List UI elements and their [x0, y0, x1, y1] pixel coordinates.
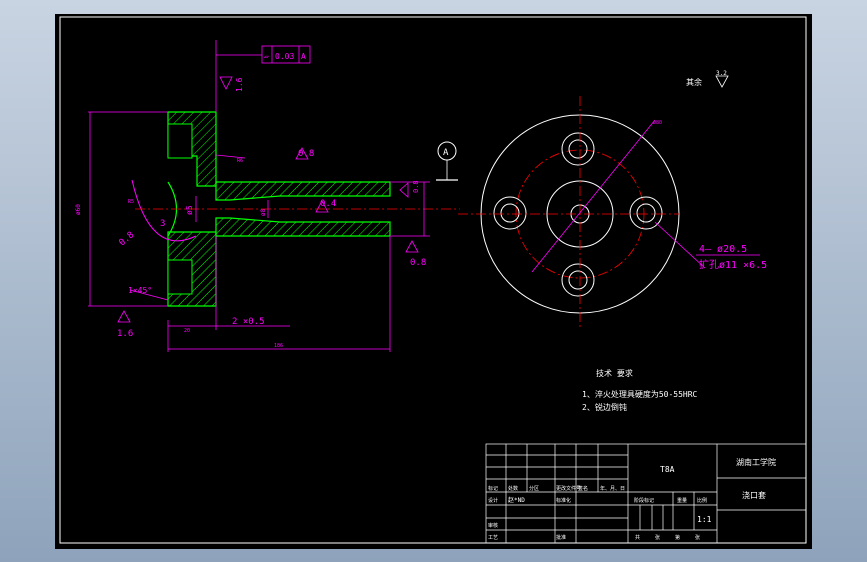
section-view: ▱ 0.03 A 1.6 0.8 0.4 0.8 0.8 1.6 0.8 A ø…: [75, 40, 460, 352]
hdr-zone: 分区: [529, 485, 539, 492]
hdr-doc: 更改文件号: [556, 485, 581, 492]
approve-label: 批准: [556, 534, 566, 541]
hdr-sign: 签名: [578, 485, 588, 492]
dim-text-r6: R6: [237, 158, 243, 164]
flatness-datum: A: [301, 52, 306, 61]
weight-label: 重量: [677, 497, 687, 504]
bolt-hole-right: [629, 196, 663, 230]
dim-dia-5: ø5: [185, 205, 194, 215]
part-name-text: 浇口套: [742, 490, 766, 500]
notes-title: 技术 要求: [596, 368, 633, 378]
chamfer-2x05: 2 ×0.5: [232, 317, 265, 327]
roughness-flange: 1.6: [117, 329, 133, 339]
bolt-hole-bottom-inner: [568, 270, 588, 290]
roughness-stem-top: 0.8: [298, 149, 314, 159]
surface-value: 3.2: [716, 70, 727, 77]
title-block-text: T8A 湖南工学院 浇口套 1:1 标记 处数 分区 更改文件号 签名 年、月、…: [488, 457, 776, 541]
roughness-icon: [219, 76, 233, 90]
front-view: ø80 4— ø20.5 扩孔ø11 ×6.5 其余 3.2: [458, 70, 767, 330]
roughness-end: 0.8: [412, 180, 420, 193]
design-label: 设计: [488, 497, 498, 504]
scale-label: 比例: [697, 497, 707, 504]
chamfer-leader-left: [129, 289, 169, 301]
bolt-hole-left-inner: [500, 203, 520, 223]
counterbore-top: [167, 123, 193, 159]
roughness-icon: [405, 240, 419, 253]
flatness-symbol: ▱: [264, 52, 269, 61]
bolt-hole-top: [561, 132, 595, 166]
dim-text-r5: R5: [128, 199, 134, 205]
hdr-date: 年、月、日: [600, 485, 625, 492]
dim-dia-8: ø8: [260, 208, 267, 216]
sheet-index: 第: [675, 534, 680, 541]
sheet-word-2: 张: [695, 534, 700, 541]
flatness-value: 0.03: [275, 52, 294, 61]
hole-dim-2: 扩孔ø11 ×6.5: [699, 258, 767, 271]
bolt-hole-left: [493, 196, 527, 230]
leader: [215, 154, 246, 159]
note-2: 2、锐边倒钝: [582, 402, 627, 412]
bolt-hole-top-inner: [568, 139, 588, 159]
seat-arc: [131, 179, 197, 242]
craft-label: 工艺: [488, 535, 498, 541]
sheet-word-1: 张: [655, 534, 660, 541]
surface-note: 其余: [686, 77, 702, 87]
hole-leader: [654, 221, 706, 269]
roughness-general-icon: [715, 75, 729, 88]
flatness-frame: [261, 45, 311, 64]
technical-notes: 技术 要求 1、淬火处理具硬度为50-55HRC 2、锐边倒钝: [582, 368, 698, 412]
title-block-frame: [485, 443, 807, 544]
pcd-dim-line: [531, 119, 656, 273]
roughness-icon: [315, 200, 329, 213]
school-text: 湖南工学院: [736, 457, 776, 467]
drawing-border: [59, 16, 807, 544]
sheet-total: 共: [635, 534, 640, 541]
roughness-bore: 0.4: [320, 199, 336, 209]
standard-label: 标准化: [556, 497, 571, 504]
chamfer-1x45: 1×45°: [128, 286, 152, 295]
bolt-hole-bottom: [561, 263, 595, 297]
design-value: 赵*ND: [508, 496, 525, 504]
hdr-count: 处数: [508, 485, 518, 492]
roughness-icon: [399, 182, 409, 198]
bolt-hole-right-inner: [636, 203, 656, 223]
title-block: [485, 443, 807, 544]
roughness-top: 1.6: [235, 77, 244, 92]
datum-label: A: [443, 148, 449, 158]
material-text: T8A: [660, 465, 675, 474]
dim-text-186: 186: [274, 343, 283, 349]
dim-text-20: 20: [184, 328, 190, 334]
review-label: 审核: [488, 522, 498, 529]
dim-text-3: 3: [160, 219, 165, 229]
note-1: 1、淬火处理具硬度为50-55HRC: [582, 389, 698, 399]
roughness-icon: [295, 147, 309, 160]
scale-text: 1:1: [697, 515, 712, 524]
hole-dim-1: 4— ø20.5: [699, 244, 747, 255]
roughness-icon: [117, 310, 131, 323]
roughness-end-bottom: 0.8: [410, 258, 426, 268]
pcd-label: ø80: [653, 120, 662, 126]
counterbore-bottom: [167, 259, 193, 295]
hdr-mark: 标记: [488, 485, 498, 492]
dim-height-text: ø60: [75, 204, 82, 215]
stage-label: 阶段标记: [634, 497, 654, 504]
